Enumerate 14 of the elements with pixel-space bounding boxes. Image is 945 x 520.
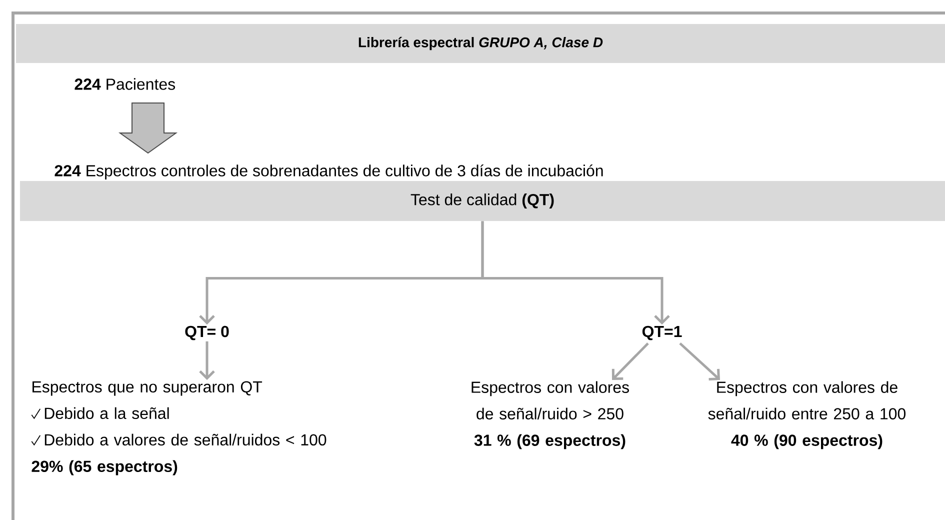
block-arrow [118, 102, 178, 154]
header-band: Librería espectral GRUPO A, Clase D [16, 24, 945, 63]
result-text: Espectros que no superaron QT Debido a la señal Debido a valores de señal/ruidos < 100 29% (65 espectros) [31, 381, 326, 476]
text-label: 224 Espectros controles de sobrenadantes de cultivo de 3 días de incubación [54, 164, 603, 180]
result-text: Espectros con valores de señal/ruido > 250 31 % (69 espectros) [472, 381, 629, 450]
arrow [199, 341, 215, 380]
outcome-label: QT=1 [642, 326, 682, 340]
arrow [612, 342, 649, 380]
result-text: Espectros con valores de señal/ruido entre 250 a 100 40 % (90 espectros) [708, 381, 906, 450]
text-label: 224 Pacientes [74, 78, 176, 90]
arrow [481, 221, 670, 325]
arrow [679, 342, 720, 380]
outcome-label: QT= 0 [185, 326, 229, 340]
header-band: Test de calidad (QT) [20, 181, 945, 221]
